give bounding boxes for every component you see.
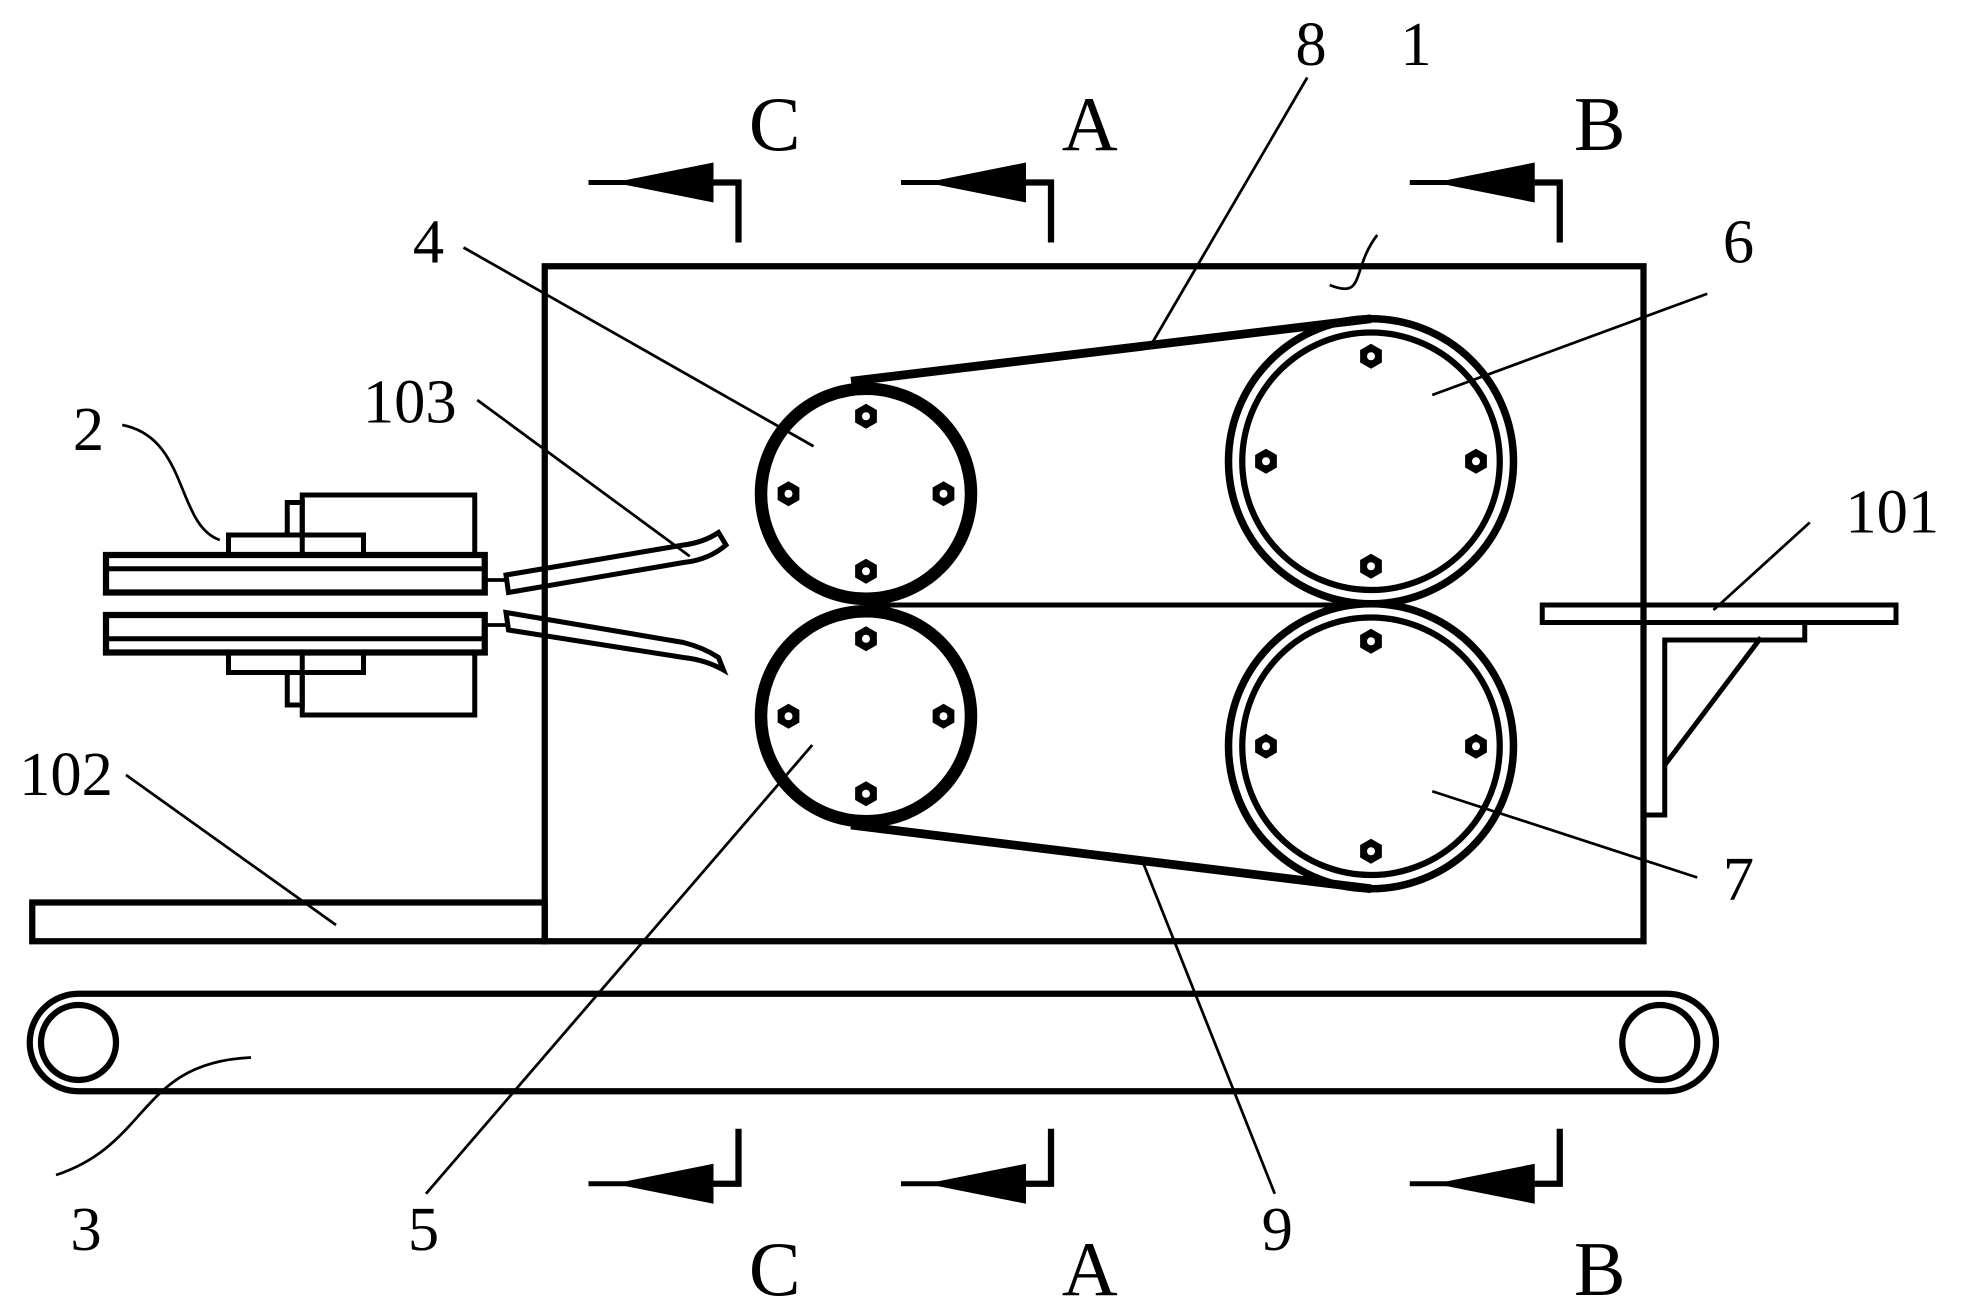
section-cut-arrow-icon <box>588 1128 742 1204</box>
callout-5: 5 <box>408 1194 439 1264</box>
leader-lines <box>55 76 1811 1195</box>
drive-unit <box>102 492 506 718</box>
callout-8: 8 <box>1295 9 1326 79</box>
bolt-hole <box>1472 742 1481 751</box>
bolt-hole <box>1262 457 1270 466</box>
callout-2: 2 <box>73 394 104 464</box>
bolt-hole <box>1367 562 1376 571</box>
callout-4: 4 <box>413 207 444 277</box>
roller-5 <box>754 605 978 828</box>
callout-102: 102 <box>19 739 113 809</box>
bolts <box>777 343 1487 864</box>
section-letters: C A B C A B <box>749 81 1626 1310</box>
section-letter-bottom-a: A <box>1062 1226 1118 1310</box>
bolt-hole <box>939 712 948 721</box>
section-cut-arrow-icon <box>901 162 1055 243</box>
leader-7 <box>1431 789 1698 879</box>
leader-101 <box>1712 521 1811 612</box>
section-letter-top-a: A <box>1062 81 1118 167</box>
section-cut-arrow-icon <box>1409 162 1563 243</box>
section-cut-arrow-icon <box>588 162 742 243</box>
leader-5 <box>424 744 814 1195</box>
guide-nozzles <box>503 528 730 676</box>
section-cut-arrow-icon <box>1409 1128 1563 1204</box>
leader-3 <box>55 1056 252 1177</box>
callout-9: 9 <box>1262 1194 1293 1264</box>
callout-101: 101 <box>1845 477 1939 547</box>
bolt-hole <box>1472 457 1481 466</box>
bolt-hole <box>1262 742 1270 751</box>
leader-1 <box>1329 234 1379 291</box>
callout-103: 103 <box>363 367 457 437</box>
leader-8 <box>1149 76 1309 346</box>
leader-9 <box>1139 856 1277 1195</box>
leader-103 <box>476 398 691 558</box>
section-letter-top-b: B <box>1574 81 1626 167</box>
callout-3: 3 <box>70 1194 101 1264</box>
leader-4 <box>462 246 815 448</box>
bolt-hole <box>862 412 870 421</box>
belts <box>850 314 1372 894</box>
bolt-hole <box>939 489 948 498</box>
callout-labels: 1 2 3 4 5 6 7 8 9 101 102 103 <box>19 9 1939 1264</box>
bolt-hole <box>1367 637 1376 646</box>
callout-1: 1 <box>1400 9 1431 79</box>
callout-7: 7 <box>1723 844 1754 914</box>
section-letter-bottom-b: B <box>1574 1226 1626 1310</box>
leader-102 <box>125 773 337 927</box>
roller-7 <box>1224 600 1518 893</box>
bolt-hole <box>1367 847 1376 856</box>
section-letter-top-c: C <box>749 81 801 167</box>
bolt-hole <box>784 489 793 498</box>
leader-6 <box>1431 292 1708 397</box>
section-markers <box>588 162 1563 1204</box>
bolt-hole <box>784 712 793 721</box>
callout-6: 6 <box>1723 207 1754 277</box>
right-bracket <box>1539 602 1899 818</box>
base-plate <box>29 899 548 945</box>
bolt-hole <box>862 789 870 798</box>
bolt-hole <box>862 634 870 643</box>
section-letter-bottom-c: C <box>749 1226 801 1310</box>
conveyor-belt <box>26 990 1720 1095</box>
roller-4 <box>754 382 978 605</box>
section-cut-arrow-icon <box>901 1128 1055 1204</box>
bolt-hole <box>862 567 870 576</box>
leader-2 <box>121 423 221 542</box>
bolt-hole <box>1367 352 1376 361</box>
